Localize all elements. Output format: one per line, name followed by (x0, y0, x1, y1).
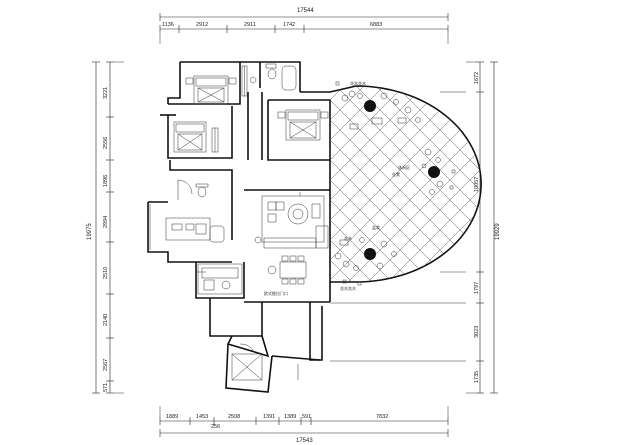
left-total-dimension: 19975 (87, 223, 93, 240)
tree-top-icon (364, 100, 376, 112)
walls (147, 61, 331, 393)
terrace: 花木花木 休闲区 坐凳 花木花木 花木 盆栽 (329, 80, 482, 291)
dining-table (267, 255, 307, 285)
terrace-label-mid: 休闲区 (398, 164, 410, 170)
kitchen (196, 263, 243, 295)
planter-markers (335, 81, 456, 286)
bottom-dimension-3: 2508 (228, 414, 240, 420)
left-dimension-4: 2994 (103, 216, 109, 228)
bottom-dimension-6: 591 (302, 414, 311, 420)
tree-right-icon (428, 166, 440, 178)
study (149, 204, 225, 250)
left-dimension-1: 3221 (103, 87, 109, 99)
terrace-label-side: 坐凳 (392, 171, 400, 177)
right-total-dimension: 19929 (495, 223, 501, 240)
right-dimension-3: 1797 (474, 282, 480, 294)
bottom-dimension-5: 1389 (284, 414, 296, 420)
right-dimension-5: 1735 (474, 371, 480, 383)
top-dimension-1: 1136 (162, 22, 174, 28)
terrace-label-bottom: 花木花木 (340, 285, 356, 291)
right-dimension-4: 3023 (474, 326, 480, 338)
top-dimension-3: 2911 (244, 22, 256, 28)
left-dimension-3: 1896 (103, 175, 109, 187)
left-dimension-5: 2510 (103, 267, 109, 279)
top-dimension-2: 2912 (196, 22, 208, 28)
right-leader-ticks (330, 91, 466, 362)
bottom-total-dimension: 17543 (296, 438, 313, 444)
terrace-label-low: 花木 (344, 235, 352, 241)
top-dimension-5: 6883 (370, 22, 382, 28)
bottom-dimension-2: 1453 (196, 414, 208, 420)
bedroom-right (277, 109, 329, 141)
bottom-dimension-group: 1889 1453 2508 1391 1389 591 7832 256 17… (159, 406, 449, 444)
top-dimension-group: 17544 1136 2912 2911 1742 6883 (159, 8, 449, 44)
tree-bottom-icon (364, 248, 376, 260)
bottom-dimension-small: 256 (211, 424, 220, 430)
wc-middle (177, 179, 209, 200)
right-dimension-2: 10057 (474, 177, 480, 192)
right-dimension-group: 1672 10057 1797 3023 1735 19929 (466, 61, 501, 394)
shrub-cluster-bottom (334, 237, 397, 271)
top-dimension-4: 1742 (283, 22, 295, 28)
left-dimension-8: 571 (103, 383, 109, 392)
bedroom-left (173, 121, 219, 153)
right-dimension-1: 1672 (474, 72, 480, 84)
shrub-cluster-right (421, 148, 444, 195)
terrace-label-top: 花木花木 (350, 80, 366, 86)
bottom-dimension-7: 7832 (376, 414, 388, 420)
top-total-dimension: 17544 (297, 8, 314, 14)
entrance-label: 欧式推拉门口 (264, 290, 288, 296)
entry-porch (231, 343, 299, 381)
shrub-cluster-top (341, 90, 421, 123)
left-dimension-7: 2567 (103, 359, 109, 371)
bathroom-top (249, 63, 297, 91)
bottom-dimension-4: 1391 (263, 414, 275, 420)
bedroom-top (185, 65, 248, 105)
bottom-dimension-1: 1889 (166, 414, 178, 420)
living-room (254, 192, 329, 249)
left-dimension-2: 2556 (103, 137, 109, 149)
left-dimension-6: 2140 (103, 314, 109, 326)
left-dimension-group: 19975 3221 2556 1896 2994 2510 2140 2567… (87, 61, 124, 394)
terrace-label-corner: 盆栽 (372, 224, 380, 230)
